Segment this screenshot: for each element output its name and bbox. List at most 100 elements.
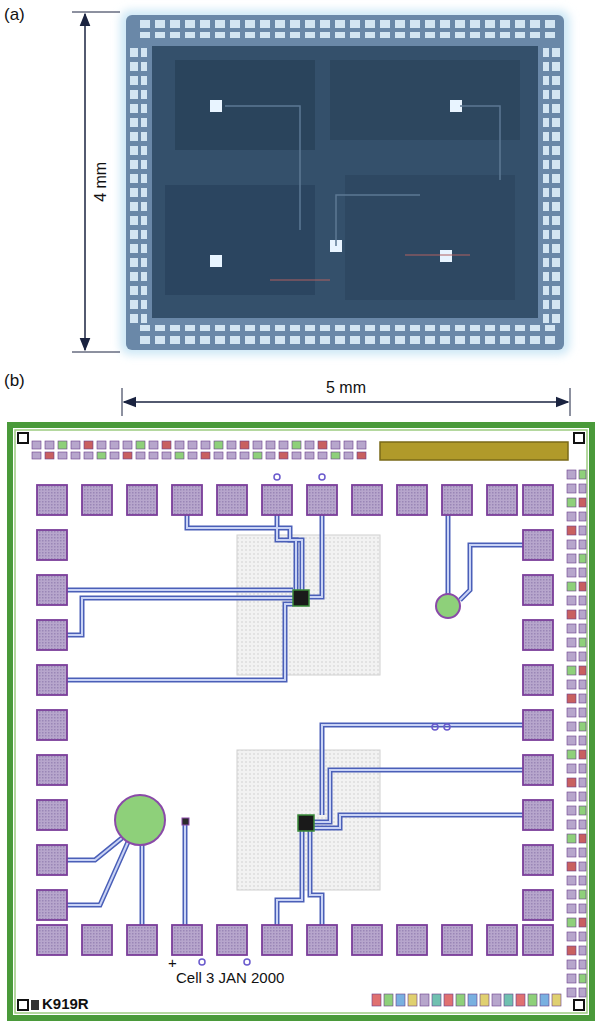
photo-pad [425, 336, 435, 344]
test-structure [266, 452, 275, 459]
test-structure [579, 624, 586, 633]
metal-trace-core [67, 838, 122, 860]
test-structure [579, 932, 586, 941]
photo-pad [200, 336, 210, 344]
photo-pad [305, 32, 315, 38]
photo-pad [470, 325, 480, 331]
photo-pad [543, 202, 549, 211]
wiring [67, 515, 523, 925]
photo-pad [141, 76, 147, 85]
photo-pad [215, 32, 225, 38]
metal-trace-core [447, 515, 449, 594]
test-structure [331, 452, 340, 459]
metal-trace-core [314, 815, 523, 828]
test-structure [579, 470, 586, 479]
test-structure [579, 722, 586, 731]
bond-pad [217, 485, 247, 515]
test-structure [579, 610, 586, 619]
photo-pad [395, 336, 405, 344]
test-structure [97, 441, 106, 449]
test-structure [279, 452, 288, 459]
test-structure [567, 554, 576, 563]
photo-pad [335, 325, 345, 331]
photo-pad [141, 286, 147, 295]
test-structure [84, 452, 93, 459]
metal-trace-core [67, 842, 128, 905]
photo-pad [515, 336, 525, 344]
dimensions [72, 12, 570, 416]
photo-pad [425, 20, 435, 28]
photo-pad [365, 32, 375, 38]
test-structure [579, 596, 586, 605]
test-structure [579, 498, 586, 507]
photo-pad [141, 258, 147, 267]
photo-pad [290, 32, 300, 38]
test-structure [579, 876, 586, 885]
bond-pad [37, 530, 67, 560]
test-structure [45, 452, 54, 459]
photo-pad [141, 188, 147, 197]
test-structure [516, 994, 525, 1006]
test-structure [567, 918, 576, 927]
bond-pad [523, 530, 553, 560]
bond-pad [487, 925, 517, 955]
photo-pad [543, 48, 549, 57]
metal-trace [183, 825, 188, 925]
photo-pad [230, 325, 240, 331]
photo-pad [275, 32, 285, 38]
test-structure [567, 568, 576, 577]
photo-pad [543, 286, 549, 295]
test-structure [384, 994, 393, 1006]
test-structure [279, 441, 288, 449]
corner-mark [18, 433, 28, 443]
photo-pad [230, 20, 240, 28]
test-structure [567, 708, 576, 717]
photo-pad [185, 336, 195, 344]
photo-pad [130, 118, 138, 127]
bond-pad [37, 845, 67, 875]
test-structure [579, 918, 586, 927]
test-structure [58, 452, 67, 459]
photo-pad [350, 336, 360, 344]
photo-pad [215, 20, 225, 28]
test-structure [175, 452, 184, 459]
bond-pad [397, 485, 427, 515]
test-structure [567, 736, 576, 745]
photo-pad [380, 336, 390, 344]
test-structure [567, 848, 576, 857]
bond-pad [37, 665, 67, 695]
photo-pad [141, 174, 147, 183]
bond-pad [307, 925, 337, 955]
test-structure [266, 441, 275, 449]
photo-pad [470, 20, 480, 28]
test-structure [579, 708, 586, 717]
test-structure [318, 452, 327, 459]
photo-pad [130, 272, 138, 281]
bond-pad [172, 485, 202, 515]
photo-pad [552, 188, 560, 197]
photo-pad [500, 325, 510, 331]
photo-pad [275, 20, 285, 28]
test-structure [579, 792, 586, 801]
photo-pad [425, 325, 435, 331]
photo-pad [543, 188, 549, 197]
photo-pad [130, 48, 138, 57]
test-structure [480, 994, 489, 1006]
test-structure [292, 452, 301, 459]
photo-pad [365, 336, 375, 344]
photo-pad [275, 325, 285, 331]
test-structure [579, 750, 586, 759]
test-structure [110, 452, 119, 459]
photo-pad [485, 32, 495, 38]
metal-trace-core [277, 831, 302, 925]
logo-mark [31, 1000, 39, 1010]
metal-trace-core [187, 515, 296, 590]
metal-trace [67, 838, 122, 860]
photo-pad [552, 216, 560, 225]
test-structure [149, 441, 158, 449]
via-mark [432, 724, 438, 730]
photo-pad [395, 32, 405, 38]
test-structure [567, 820, 576, 829]
